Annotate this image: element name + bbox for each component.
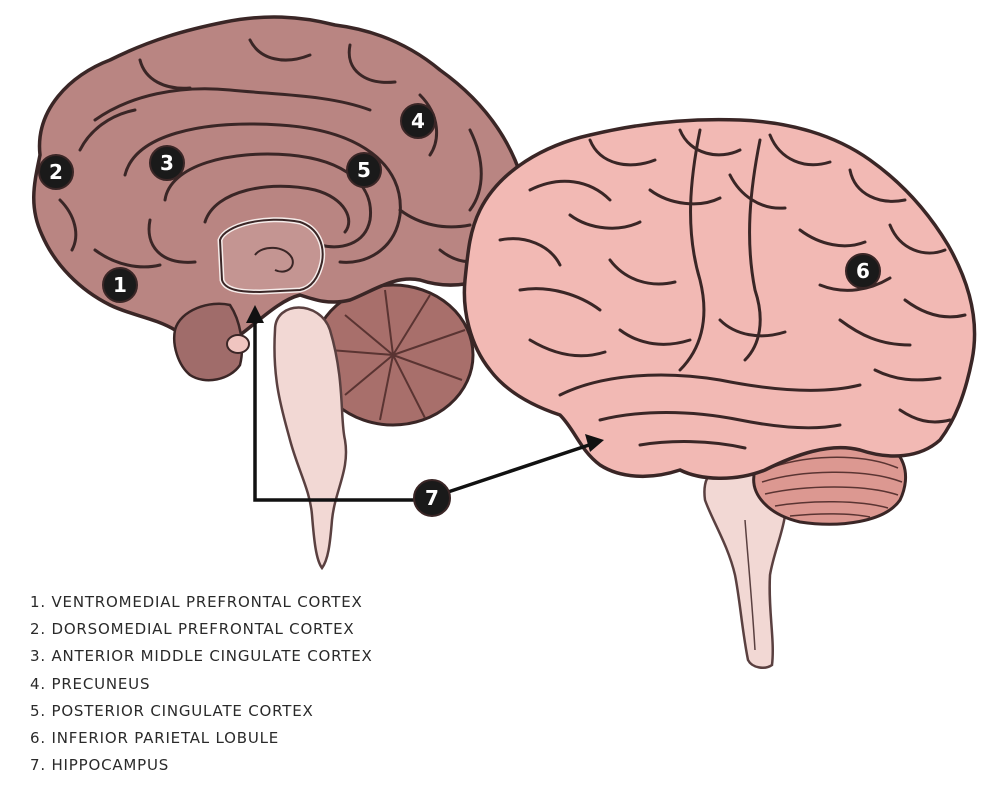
marker-6: 6 [845,253,881,289]
marker-2: 2 [38,154,74,190]
arrow-heads [246,305,604,452]
lateral-gyri [498,128,967,450]
medial-brain-view [32,15,526,571]
legend-item-inferior-parietal-lobule: 6. INFERIOR PARIETAL LOBULE [30,729,280,748]
legend-item-anterior-middle-cingulate-cortex: 3. ANTERIOR MIDDLE CINGULATE CORTEX [30,647,373,666]
legend-item-precuneus: 4. PRECUNEUS [30,674,151,693]
marker-3: 3 [149,145,185,181]
lateral-cortex [462,117,977,480]
marker-5: 5 [346,152,382,188]
marker-5-label: 5 [357,158,371,182]
legend-item-hippocampus: 7. HIPPOCAMPUS [30,756,170,775]
marker-6-circle [845,253,881,289]
legend-item-ventromedial-prefrontal-cortex: 1. VENTROMEDIAL PREFRONTAL CORTEX [30,593,363,611]
arrow-head-right-icon [585,434,604,452]
marker-3-circle [149,145,185,181]
medial-brainstem [273,306,348,571]
marker-6-label: 6 [856,259,870,283]
marker-2-circle [38,154,74,190]
medial-thalamus [217,217,326,295]
marker-1: 1 [102,267,138,303]
marker-4-circle [400,103,436,139]
marker-7: 7 [413,479,451,517]
legend-item-posterior-cingulate-cortex: 5. POSTERIOR CINGULATE CORTEX [30,701,314,720]
lateral-brain-view [462,117,977,669]
marker-7-circle [413,479,451,517]
arrow-head-up-icon [246,305,264,323]
marker-5-circle [346,152,382,188]
hippocampus-arrow [253,315,596,502]
arrow-connector-path [253,315,418,502]
medial-cerebellum [311,283,475,427]
marker-3-label: 3 [160,151,174,175]
number-markers: 1 2 3 4 5 6 7 [38,103,881,517]
marker-1-circle [102,267,138,303]
legend-item-dorsomedial-prefrontal-cortex: 2. DORSOMEDIAL PREFRONTAL CORTEX [30,620,355,639]
marker-4-label: 4 [411,109,425,133]
legend: 1. VENTROMEDIAL PREFRONTAL CORTEX 2. DOR… [30,589,373,779]
marker-1-label: 1 [113,273,127,297]
arrow-connector-to-lateral [447,441,596,494]
marker-4: 4 [400,103,436,139]
marker-2-label: 2 [49,160,63,184]
marker-7-label: 7 [425,486,439,510]
medial-lower-region [173,302,244,382]
